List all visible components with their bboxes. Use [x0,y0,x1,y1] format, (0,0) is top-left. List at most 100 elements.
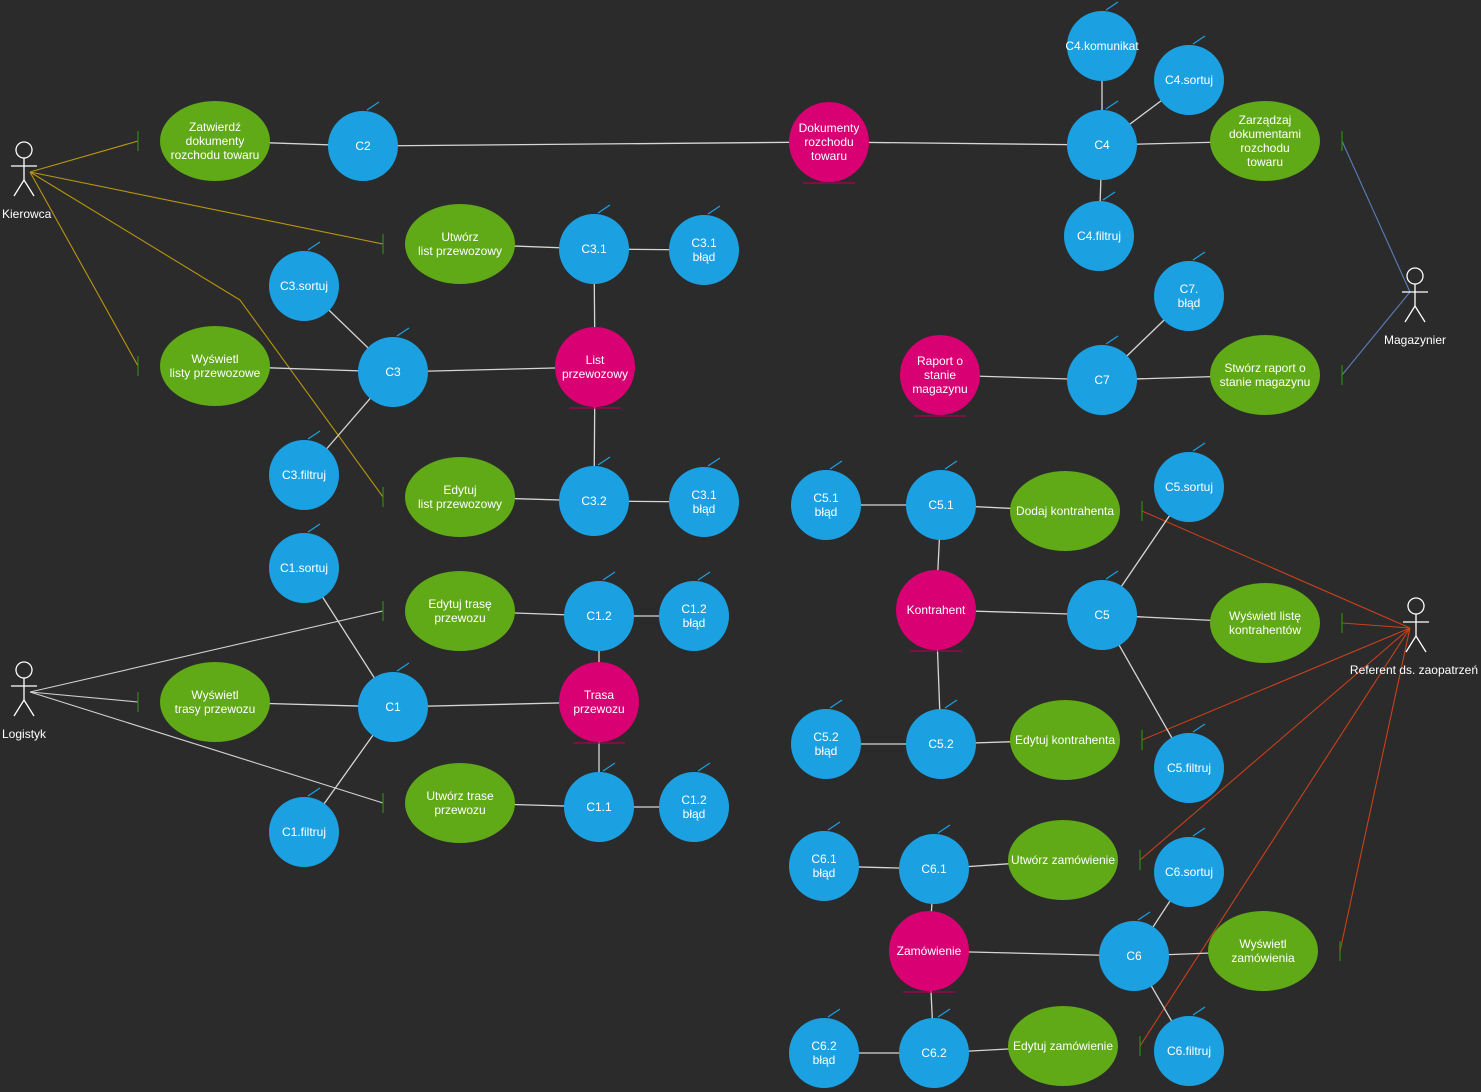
c6-control-shape [1099,921,1169,991]
c3-filtruj-control-shape [269,440,339,510]
c1-2-label-line: C1.2 [586,609,612,623]
c6-2-node: C6.2 [899,1008,969,1088]
uc-edytuj-z-node: Edytuj zamówienie [1008,1006,1118,1086]
e-zamowienie-label: Zamówienie [897,944,962,958]
uc-utworz-trase-label-line: Utwórz trase [426,789,494,803]
e-trasa-entity-shape [559,662,639,742]
uc-dodaj-k-label-line: Dodaj kontrahenta [1016,504,1114,518]
c1-2-node: C1.2 [564,571,634,651]
c3-1-blad-control-arrow-icon [707,205,721,215]
c3-control-shape [358,337,428,407]
c5-filtruj-label: C5.filtruj [1167,761,1211,775]
c1-2-control-shape [564,581,634,651]
c7-label: C7 [1094,373,1110,387]
logistyk-to-uc-wyswietl-trasy-association [29,691,139,703]
c3-1-blad-control-shape [669,215,739,285]
c6-sortuj-control-shape [1154,837,1224,907]
e-list-label-line: List [586,353,605,367]
e-dokumenty-label-line: rozchodu [804,135,853,149]
actor-leg-right [23,179,35,197]
c5-2-label: C5.2 [928,737,954,751]
uc-utworz-trase-usecase-shape [405,763,515,843]
c3-2-blad-control-shape [669,467,739,537]
c5-filtruj-label-line: C5.filtruj [1167,761,1211,775]
c3-1-label: C3.1 [581,242,607,256]
kierowca-to-uc-edytuj-lp-association [29,171,384,498]
c1-2-blad-label-line: C1.2 [681,602,707,616]
c5-2-label-line: C5.2 [928,737,954,751]
c4-filtruj-node: C4.filtruj [1064,191,1134,271]
c4-filtruj-control-shape [1064,201,1134,271]
c4-sortuj-label-line: C4.sortuj [1165,73,1213,87]
c1-filtruj-node: C1.filtruj [269,787,339,867]
c4-filtruj-control-arrow-icon [1102,191,1116,201]
c2-label-line: C2 [355,139,371,153]
c4-komunikat-node: C4.komunikat [1065,1,1139,81]
c5-1-control-shape [906,470,976,540]
uc-raport-label-line: stanie magazynu [1220,375,1311,389]
uc-utworz-z-label: Utwórz zamówienie [1011,853,1115,867]
c2-to-e-dokumenty-edge [362,141,830,147]
e-raport-label-line: Raport o [917,354,963,368]
uc-wyswietl-lp-label-line: Wyświetl [191,352,238,366]
uc-wyswietl-k-label-line: Wyświetl listę [1229,609,1301,623]
c3-label: C3 [385,365,401,379]
c1-filtruj-control-shape [269,797,339,867]
c3-node: C3 [358,327,428,407]
referent-to-uc-wyswietl-k-association [1341,622,1411,629]
c5-2-blad-label-line: błąd [815,744,838,758]
actor-leg-left [13,699,25,717]
kierowca-actor-icon [11,141,37,197]
referent-to-uc-utworz-z-association [1139,627,1411,861]
c6-2-label-line: C6.2 [921,1046,947,1060]
c7-control-shape [1067,345,1137,415]
c1-2-blad-control-arrow-icon [697,571,711,581]
e-kontrahent-label-line: Kontrahent [907,603,966,617]
c1-filtruj-control-arrow-icon [307,787,321,797]
c1-1-blad-control-shape [659,772,729,842]
uc-zarzadzaj-label-line: rozchodu [1240,141,1289,155]
actor-leg-left [1405,635,1417,653]
c5-sortuj-label: C5.sortuj [1165,480,1213,494]
c3-2-blad-label-line: błąd [693,502,716,516]
kierowca-to-uc-zatwierdz-association [29,140,139,173]
c5-control-arrow-icon [1105,570,1119,580]
uc-edytuj-z-label-line: Edytuj zamówienie [1013,1039,1113,1053]
c4-sortuj-node: C4.sortuj [1154,35,1224,115]
e-zamowienie-node: Zamówienie [889,911,969,993]
c5-filtruj-node: C5.filtruj [1154,723,1224,803]
c4-label: C4 [1094,138,1110,152]
uc-raport-usecase-shape [1210,335,1320,415]
c5-1-blad-label-line: błąd [815,505,838,519]
uc-utworz-lp-label-line: list przewozowy [418,244,502,258]
c5-2-control-shape [906,709,976,779]
c6-2-blad-label-line: błąd [813,1053,836,1067]
c5-1-control-arrow-icon [944,460,958,470]
magazynier-actor-icon [1402,267,1428,323]
e-raport-label-line: stanie [924,368,956,382]
c3-sortuj-control-shape [269,251,339,321]
c1-filtruj-label-line: C1.filtruj [282,825,326,839]
c1-node: C1 [358,662,428,742]
c3-filtruj-node: C3.filtruj [269,430,339,510]
